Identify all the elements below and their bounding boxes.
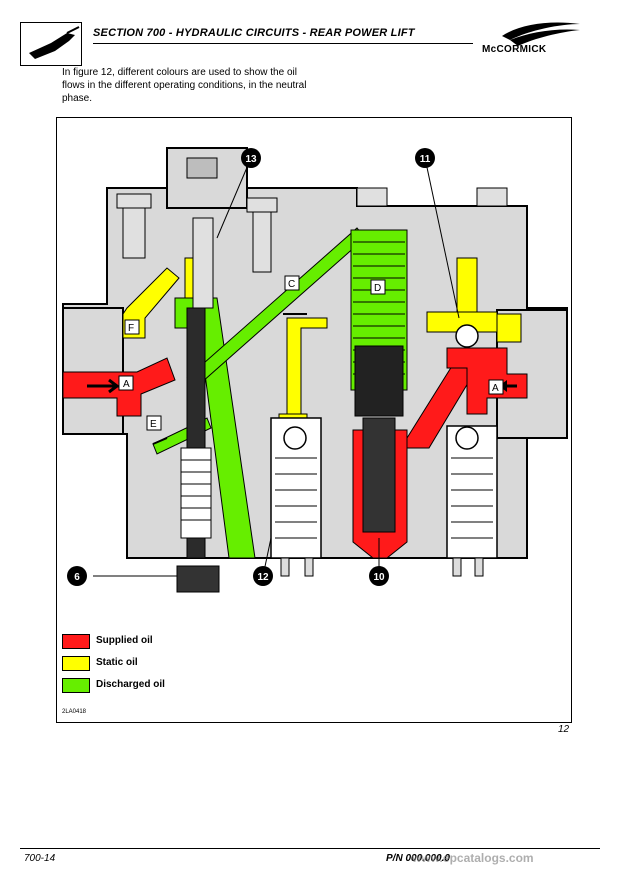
section-logo (20, 22, 82, 66)
part-number: P/N 000.000.0 (386, 853, 450, 864)
tractor-silhouette-icon (29, 26, 80, 59)
legend-label: Static oil (96, 657, 138, 668)
legend-swatch (62, 634, 90, 649)
flow-label: A (123, 379, 130, 390)
header-rule (93, 43, 473, 44)
callout-12: 12 (257, 572, 269, 583)
flow-label: A (492, 383, 499, 394)
flow-label: D (374, 283, 381, 294)
legend-label: Supplied oil (96, 635, 153, 646)
callout-11: 11 (420, 154, 431, 165)
legend-label: Discharged oil (96, 679, 165, 690)
flow-label: F (128, 323, 134, 334)
callout-10: 10 (373, 572, 385, 583)
brand-name: McCORMICK (482, 44, 547, 55)
legend-swatch (62, 656, 90, 671)
hydraulic-diagram: A A C D E F 13 11 6 12 10 (62, 147, 568, 593)
callout-6: 6 (74, 572, 80, 583)
figure-code: 2LA0418 (62, 709, 87, 715)
callout-13: 13 (245, 154, 257, 165)
intro-paragraph: In figure 12, different colours are used… (62, 67, 307, 104)
figure-number: 12 (558, 724, 570, 735)
section-title: SECTION 700 - HYDRAULIC CIRCUITS - REAR … (93, 27, 415, 39)
flow-label: E (150, 419, 157, 430)
mccormick-logo (502, 22, 580, 46)
legend-swatch (62, 678, 90, 693)
hydraulic-figure: A A C D E F 13 11 6 12 10 (56, 117, 572, 723)
page-number: 700-14 (24, 853, 56, 864)
flow-label: C (288, 279, 295, 290)
watermark: www.epcatalogs.com (412, 851, 534, 865)
footer-rule (20, 848, 600, 849)
